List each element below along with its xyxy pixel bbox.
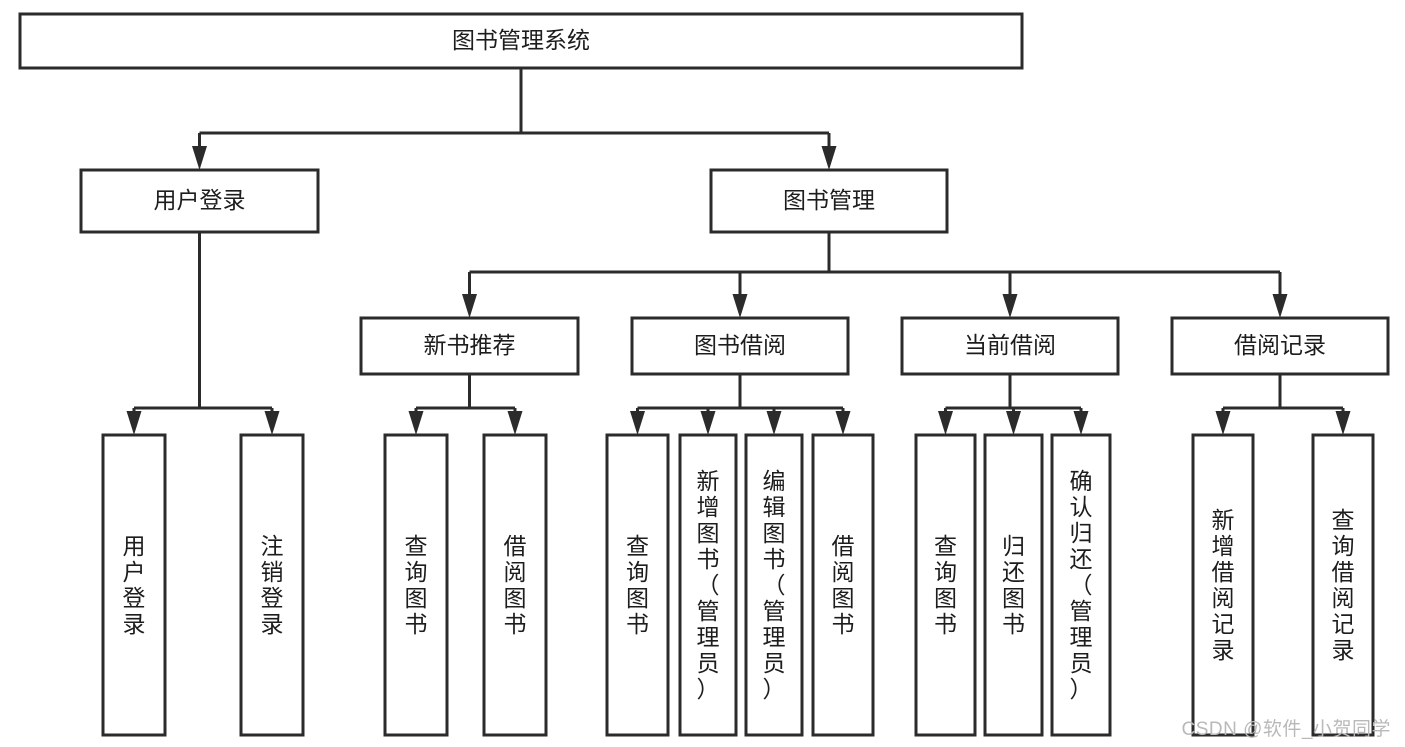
arrow-head-borrow [732, 294, 748, 318]
node-leaf-current-3[interactable]: 确认归还（管理员） [1050, 433, 1112, 737]
node-box-leaf-records-1 [1191, 433, 1255, 737]
node-label-leaf-current-2: 归还图书 [1002, 533, 1025, 637]
node-label-leaf-login-1: 用户登录 [123, 533, 146, 637]
node-records[interactable]: 借阅记录 [1170, 316, 1390, 376]
node-box-records [1170, 316, 1390, 376]
node-box-leaf-login-1 [101, 433, 167, 737]
arrow-head-current [1002, 294, 1018, 318]
node-label-leaf-current-3: 确认归还（管理员） [1070, 468, 1093, 702]
node-borrow[interactable]: 图书借阅 [630, 316, 850, 376]
node-box-root [18, 12, 1024, 70]
node-box-leaf-newbook-2 [482, 433, 548, 737]
node-current[interactable]: 当前借阅 [900, 316, 1120, 376]
node-label-current: 当前借阅 [964, 332, 1056, 358]
node-box-leaf-login-2 [239, 433, 305, 737]
node-label-leaf-records-1: 新增借阅记录 [1212, 507, 1235, 663]
node-label-newbook: 新书推荐 [424, 332, 516, 358]
node-label-leaf-borrow-2: 新增图书（管理员） [697, 468, 720, 702]
arrow-head-leaf-newbook-2 [507, 411, 523, 435]
node-leaf-records-1[interactable]: 新增借阅记录 [1191, 433, 1255, 737]
edge-layer [126, 68, 1351, 435]
node-leaf-current-2[interactable]: 归还图书 [983, 433, 1044, 737]
node-box-leaf-records-2 [1311, 433, 1375, 737]
node-leaf-login-2[interactable]: 注销登录 [239, 433, 305, 737]
arrow-head-leaf-borrow-3 [766, 411, 782, 435]
node-box-leaf-borrow-2 [678, 433, 738, 737]
arrow-head-leaf-records-1 [1215, 411, 1231, 435]
node-box-leaf-borrow-4 [811, 433, 875, 737]
node-label-borrow: 图书借阅 [694, 332, 786, 358]
node-leaf-borrow-2[interactable]: 新增图书（管理员） [678, 433, 738, 737]
arrow-head-leaf-records-2 [1335, 411, 1351, 435]
node-leaf-newbook-2[interactable]: 借阅图书 [482, 433, 548, 737]
arrow-head-newbook [462, 294, 477, 318]
node-leaf-borrow-4[interactable]: 借阅图书 [811, 433, 875, 737]
node-box-leaf-borrow-3 [744, 433, 804, 737]
node-box-newbook [359, 316, 580, 376]
node-leaf-current-1[interactable]: 查询图书 [914, 433, 977, 737]
node-box-login [79, 168, 320, 234]
node-box-current [900, 316, 1120, 376]
node-leaf-newbook-1[interactable]: 查询图书 [383, 433, 449, 737]
node-label-leaf-borrow-3: 编辑图书（管理员） [763, 468, 786, 702]
arrow-head-leaf-borrow-4 [835, 411, 851, 435]
arrow-head-leaf-newbook-1 [408, 411, 424, 435]
watermark-label: CSDN @软件_小贺同学 [1181, 719, 1391, 740]
node-bookmgmt[interactable]: 图书管理 [709, 168, 949, 234]
arrow-head-leaf-current-2 [1006, 411, 1021, 435]
node-label-leaf-newbook-2: 借阅图书 [504, 533, 527, 637]
node-label-leaf-records-2: 查询借阅记录 [1332, 507, 1355, 663]
node-layer: 图书管理系统用户登录图书管理新书推荐图书借阅当前借阅借阅记录用户登录注销登录查询… [18, 12, 1390, 737]
node-label-records: 借阅记录 [1234, 332, 1326, 358]
node-label-leaf-current-1: 查询图书 [934, 533, 957, 637]
node-leaf-borrow-3[interactable]: 编辑图书（管理员） [744, 433, 804, 737]
node-leaf-login-1[interactable]: 用户登录 [101, 433, 167, 737]
arrow-head-bookmgmt [821, 146, 837, 170]
arrow-head-leaf-borrow-2 [700, 411, 716, 435]
node-label-login: 用户登录 [154, 187, 246, 213]
node-leaf-borrow-1[interactable]: 查询图书 [605, 433, 670, 737]
node-box-leaf-newbook-1 [383, 433, 449, 737]
arrow-head-login [192, 146, 207, 170]
arrow-head-leaf-current-3 [1073, 411, 1089, 435]
arrow-head-leaf-borrow-1 [630, 411, 645, 435]
node-box-bookmgmt [709, 168, 949, 234]
node-box-leaf-current-1 [914, 433, 977, 737]
arrow-head-leaf-login-2 [264, 411, 280, 435]
node-label-leaf-borrow-1: 查询图书 [626, 533, 649, 637]
node-leaf-records-2[interactable]: 查询借阅记录 [1311, 433, 1375, 737]
node-box-leaf-current-3 [1050, 433, 1112, 737]
arrow-head-records [1272, 294, 1288, 318]
node-label-leaf-login-2: 注销登录 [261, 533, 284, 637]
node-login[interactable]: 用户登录 [79, 168, 320, 234]
node-label-root: 图书管理系统 [452, 27, 590, 53]
node-label-bookmgmt: 图书管理 [783, 187, 875, 213]
node-label-leaf-borrow-4: 借阅图书 [832, 533, 855, 637]
node-box-leaf-borrow-1 [605, 433, 670, 737]
node-label-leaf-newbook-1: 查询图书 [405, 533, 428, 637]
node-root[interactable]: 图书管理系统 [18, 12, 1024, 70]
node-box-leaf-current-2 [983, 433, 1044, 737]
node-box-borrow [630, 316, 850, 376]
arrow-head-leaf-current-1 [938, 411, 953, 435]
arrow-head-leaf-login-1 [126, 411, 142, 435]
node-newbook[interactable]: 新书推荐 [359, 316, 580, 376]
